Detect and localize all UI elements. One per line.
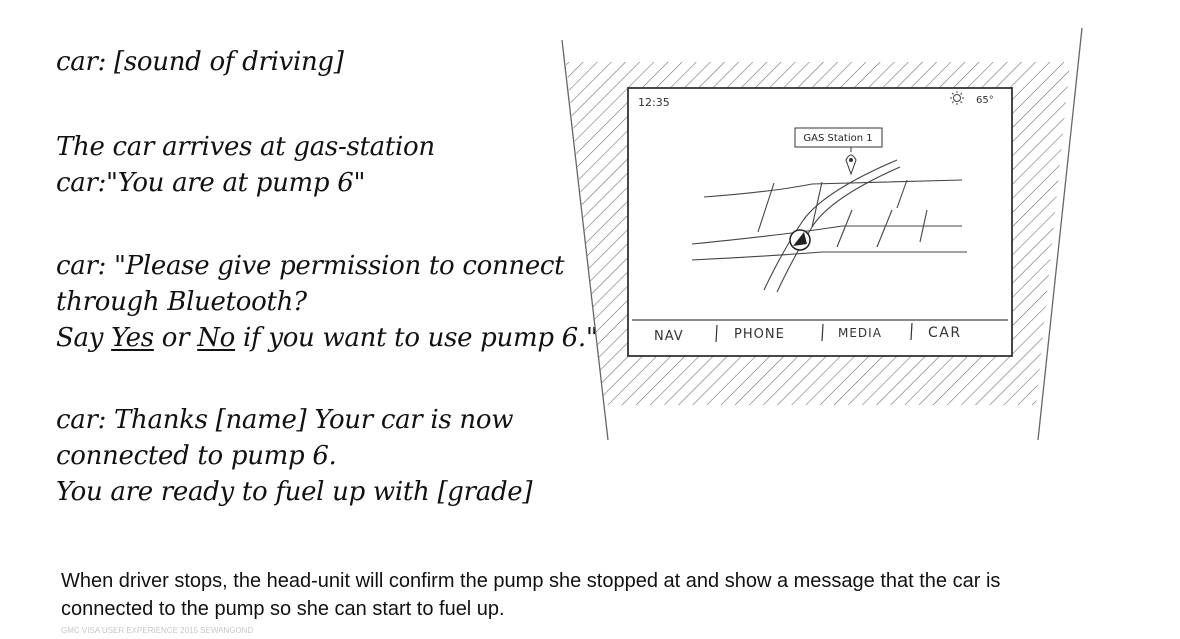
footer-credit: GMC VISA USER EXPERIENCE 2015 SEWANGOND [61,626,254,635]
headunit-nav-bar: NAV PHONE MEDIA CAR [654,322,962,344]
headunit-screen: 12:35 65° [627,87,1013,357]
temperature-text: 65° [976,95,994,106]
clock-text: 12:35 [638,96,670,109]
script-line-thanks: car: Thanks [name] Your car is now [56,405,514,435]
tab-media[interactable]: MEDIA [838,326,882,340]
yes-no-suffix: if you want to use pump 6." [235,323,598,353]
script-line-arrival: The car arrives at gas-station [56,132,435,162]
script-line-connected: connected to pump 6. [56,441,337,471]
tab-nav[interactable]: NAV [654,329,684,344]
tab-phone[interactable]: PHONE [734,327,785,342]
storyboard-caption: When driver stops, the head-unit will co… [61,567,1161,623]
gas-station-label: GAS Station 1 [803,133,872,144]
tab-car[interactable]: CAR [928,325,962,341]
script-line-driving-sound: car: [sound of driving] [56,47,344,77]
yes-option-text: Yes [111,323,154,353]
script-line-permission: car: "Please give permission to connect [56,251,565,281]
script-line-pump-announcement: car:"You are at pump 6" [56,168,366,198]
yes-no-or: or [153,323,198,353]
script-line-yes-no: Say Yes or No if you want to use pump 6.… [56,323,598,353]
caption-line-1: When driver stops, the head-unit will co… [61,570,1001,592]
script-line-ready: You are ready to fuel up with [grade] [56,477,533,507]
gas-station-pin: GAS Station 1 [794,127,883,176]
vehicle-position-icon [789,229,811,251]
headunit-sketch: 12:35 65° [561,27,1083,441]
caption-line-2: connected to the pump so she can start t… [61,598,505,620]
storyboard-script: car: [sound of driving] The car arrives … [0,0,598,540]
map-roads [691,159,967,293]
sun-icon [950,91,964,105]
script-line-bluetooth: through Bluetooth? [56,287,307,317]
yes-no-prefix: Say [56,323,112,353]
no-option-text: No [197,323,236,353]
